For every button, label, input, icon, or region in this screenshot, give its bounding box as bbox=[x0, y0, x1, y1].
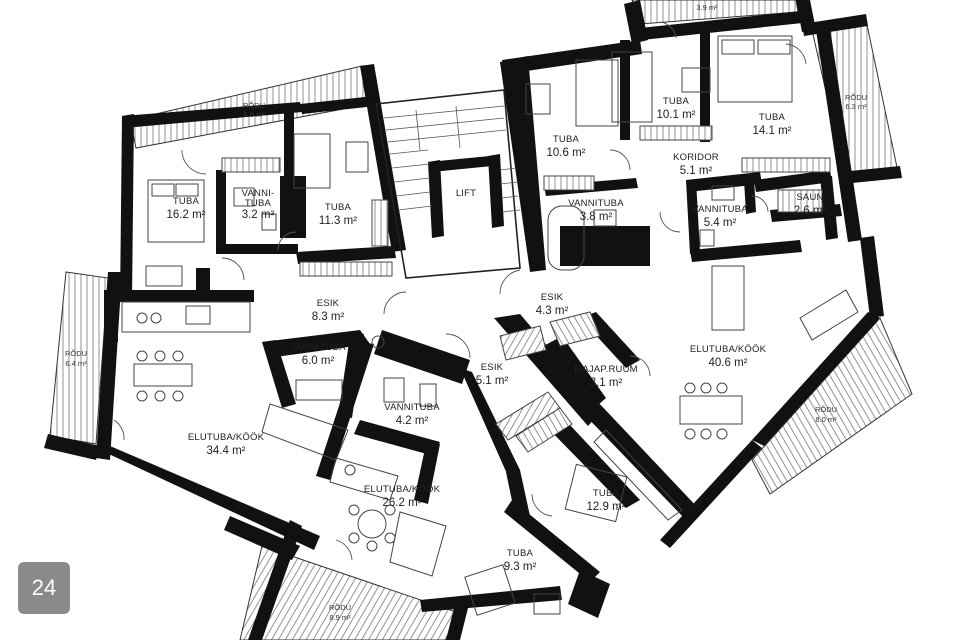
toilet-icon bbox=[699, 229, 715, 247]
balcony-nw-name: RÕDU bbox=[243, 101, 265, 110]
furniture bbox=[121, 35, 859, 616]
bed-icon bbox=[611, 51, 653, 123]
balcony-ne-area: 6.3 m² bbox=[845, 102, 867, 111]
room-labels: 3.9 m² RÕDU 5.6 m² RÕDU 6.3 m² RÕDU 6.4 … bbox=[65, 3, 867, 622]
a2-hall-area: 4.3 m² bbox=[536, 305, 569, 317]
a1-bedroom-2-name: TUBA bbox=[325, 202, 352, 213]
a2-bath-1-area: 3.8 m² bbox=[580, 211, 613, 223]
a2-utility-name: MAJAP.RUUM bbox=[574, 364, 638, 375]
a3-bedroom-2-name: TUBA bbox=[507, 548, 534, 559]
balcony-nw-area: 5.6 m² bbox=[243, 110, 265, 119]
balcony-w bbox=[49, 271, 109, 445]
balconies bbox=[49, 0, 913, 640]
exterior-walls bbox=[44, 0, 902, 640]
balcony-s-area: 8.9 m² bbox=[329, 613, 351, 622]
balcony-top-area: 3.9 m² bbox=[696, 3, 718, 12]
a2-living-name: ELUTUBA/KÖÖK bbox=[690, 344, 767, 355]
toilet-icon bbox=[261, 213, 277, 231]
page-number-badge: 24 bbox=[18, 562, 70, 614]
a2-hall-name: ESIK bbox=[541, 292, 564, 303]
bed-icon bbox=[147, 179, 205, 243]
bed-icon bbox=[564, 463, 628, 523]
a3-bedroom-2-area: 9.3 m² bbox=[504, 561, 537, 573]
balcony-e-name: RÕDU bbox=[815, 405, 837, 414]
a3-bedroom-1-name: TUBA bbox=[593, 488, 620, 499]
a2-bedroom-1-area: 10.6 m² bbox=[547, 147, 586, 159]
a2-bedroom-2-area: 10.1 m² bbox=[657, 109, 696, 121]
a2-bedroom-2-name: TUBA bbox=[663, 96, 690, 107]
a1-hall-name: ESIK bbox=[317, 298, 340, 309]
a3-bedroom-1-area: 12.9 m² bbox=[587, 501, 626, 513]
lift-label: LIFT bbox=[456, 188, 476, 199]
a3-bath-area: 4.2 m² bbox=[396, 415, 429, 427]
bed-icon bbox=[464, 564, 516, 616]
a3-living-name: ELUTUBA/KÖÖK bbox=[364, 484, 441, 495]
sofa-icon bbox=[711, 265, 745, 331]
a3-hall-area: 5.1 m² bbox=[476, 375, 509, 387]
bed-icon bbox=[717, 35, 793, 103]
armchair-icon bbox=[799, 289, 859, 341]
a1-living-name: ELUTUBA/KÖÖK bbox=[188, 432, 265, 443]
bed-icon bbox=[575, 59, 619, 127]
interior-walls bbox=[196, 22, 842, 520]
a1-bath-area: 3.2 m² bbox=[242, 209, 275, 221]
dining-table-icon bbox=[133, 363, 193, 387]
balcony-w-area: 6.4 m² bbox=[65, 359, 87, 368]
a2-bath-2-name: VANNITUBA bbox=[692, 204, 748, 215]
a1-bath-name-1: VANNI- bbox=[242, 188, 275, 199]
a2-utility-area: 3.1 m² bbox=[590, 377, 623, 389]
a1-hall-area: 8.3 m² bbox=[312, 311, 345, 323]
a1-bath-2-name: VANNITUBA bbox=[290, 342, 346, 353]
bathtub-icon bbox=[547, 205, 585, 271]
a2-bath-1-name: VANNITUBA bbox=[568, 198, 624, 209]
a2-living-area: 40.6 m² bbox=[709, 357, 748, 369]
round-table-icon bbox=[357, 509, 387, 539]
balcony-ne-name: RÕDU bbox=[845, 93, 867, 102]
a1-bath-name-2: TUBA bbox=[245, 198, 272, 209]
a2-bedroom-3-area: 14.1 m² bbox=[753, 125, 792, 137]
doors bbox=[113, 21, 807, 561]
balcony-s bbox=[239, 545, 457, 640]
a3-bath-name: VANNITUBA bbox=[384, 402, 440, 413]
a1-bedroom-1-name: TUBA bbox=[173, 196, 200, 207]
dining-table-icon bbox=[679, 395, 743, 425]
bed-icon bbox=[293, 133, 331, 189]
a2-sauna-name: SAUN bbox=[796, 192, 823, 203]
a1-bedroom-2-area: 11.3 m² bbox=[319, 215, 357, 227]
balcony-e bbox=[751, 317, 913, 495]
a2-sauna-area: 2.6 m² bbox=[794, 205, 827, 217]
balcony-e-area: 8.0 m² bbox=[815, 415, 837, 424]
a1-bath-2-area: 6.0 m² bbox=[302, 355, 335, 367]
a3-living-area: 26.2 m² bbox=[383, 497, 422, 509]
sofa-icon bbox=[389, 511, 447, 577]
a3-hall-name: ESIK bbox=[481, 362, 504, 373]
a1-bedroom-1-area: 16.2 m² bbox=[167, 209, 206, 221]
a2-corridor-area: 5.1 m² bbox=[680, 165, 713, 177]
balcony-s-name: RÕDU bbox=[329, 603, 351, 612]
a2-bedroom-3-name: TUBA bbox=[759, 112, 786, 123]
a1-living-area: 34.4 m² bbox=[207, 445, 246, 457]
a2-bedroom-1-name: TUBA bbox=[553, 134, 580, 145]
a2-corridor-name: KORIDOR bbox=[673, 152, 719, 163]
staircase bbox=[383, 105, 521, 213]
balcony-w-name: RÕDU bbox=[65, 349, 87, 358]
a2-bath-2-area: 5.4 m² bbox=[704, 217, 737, 229]
